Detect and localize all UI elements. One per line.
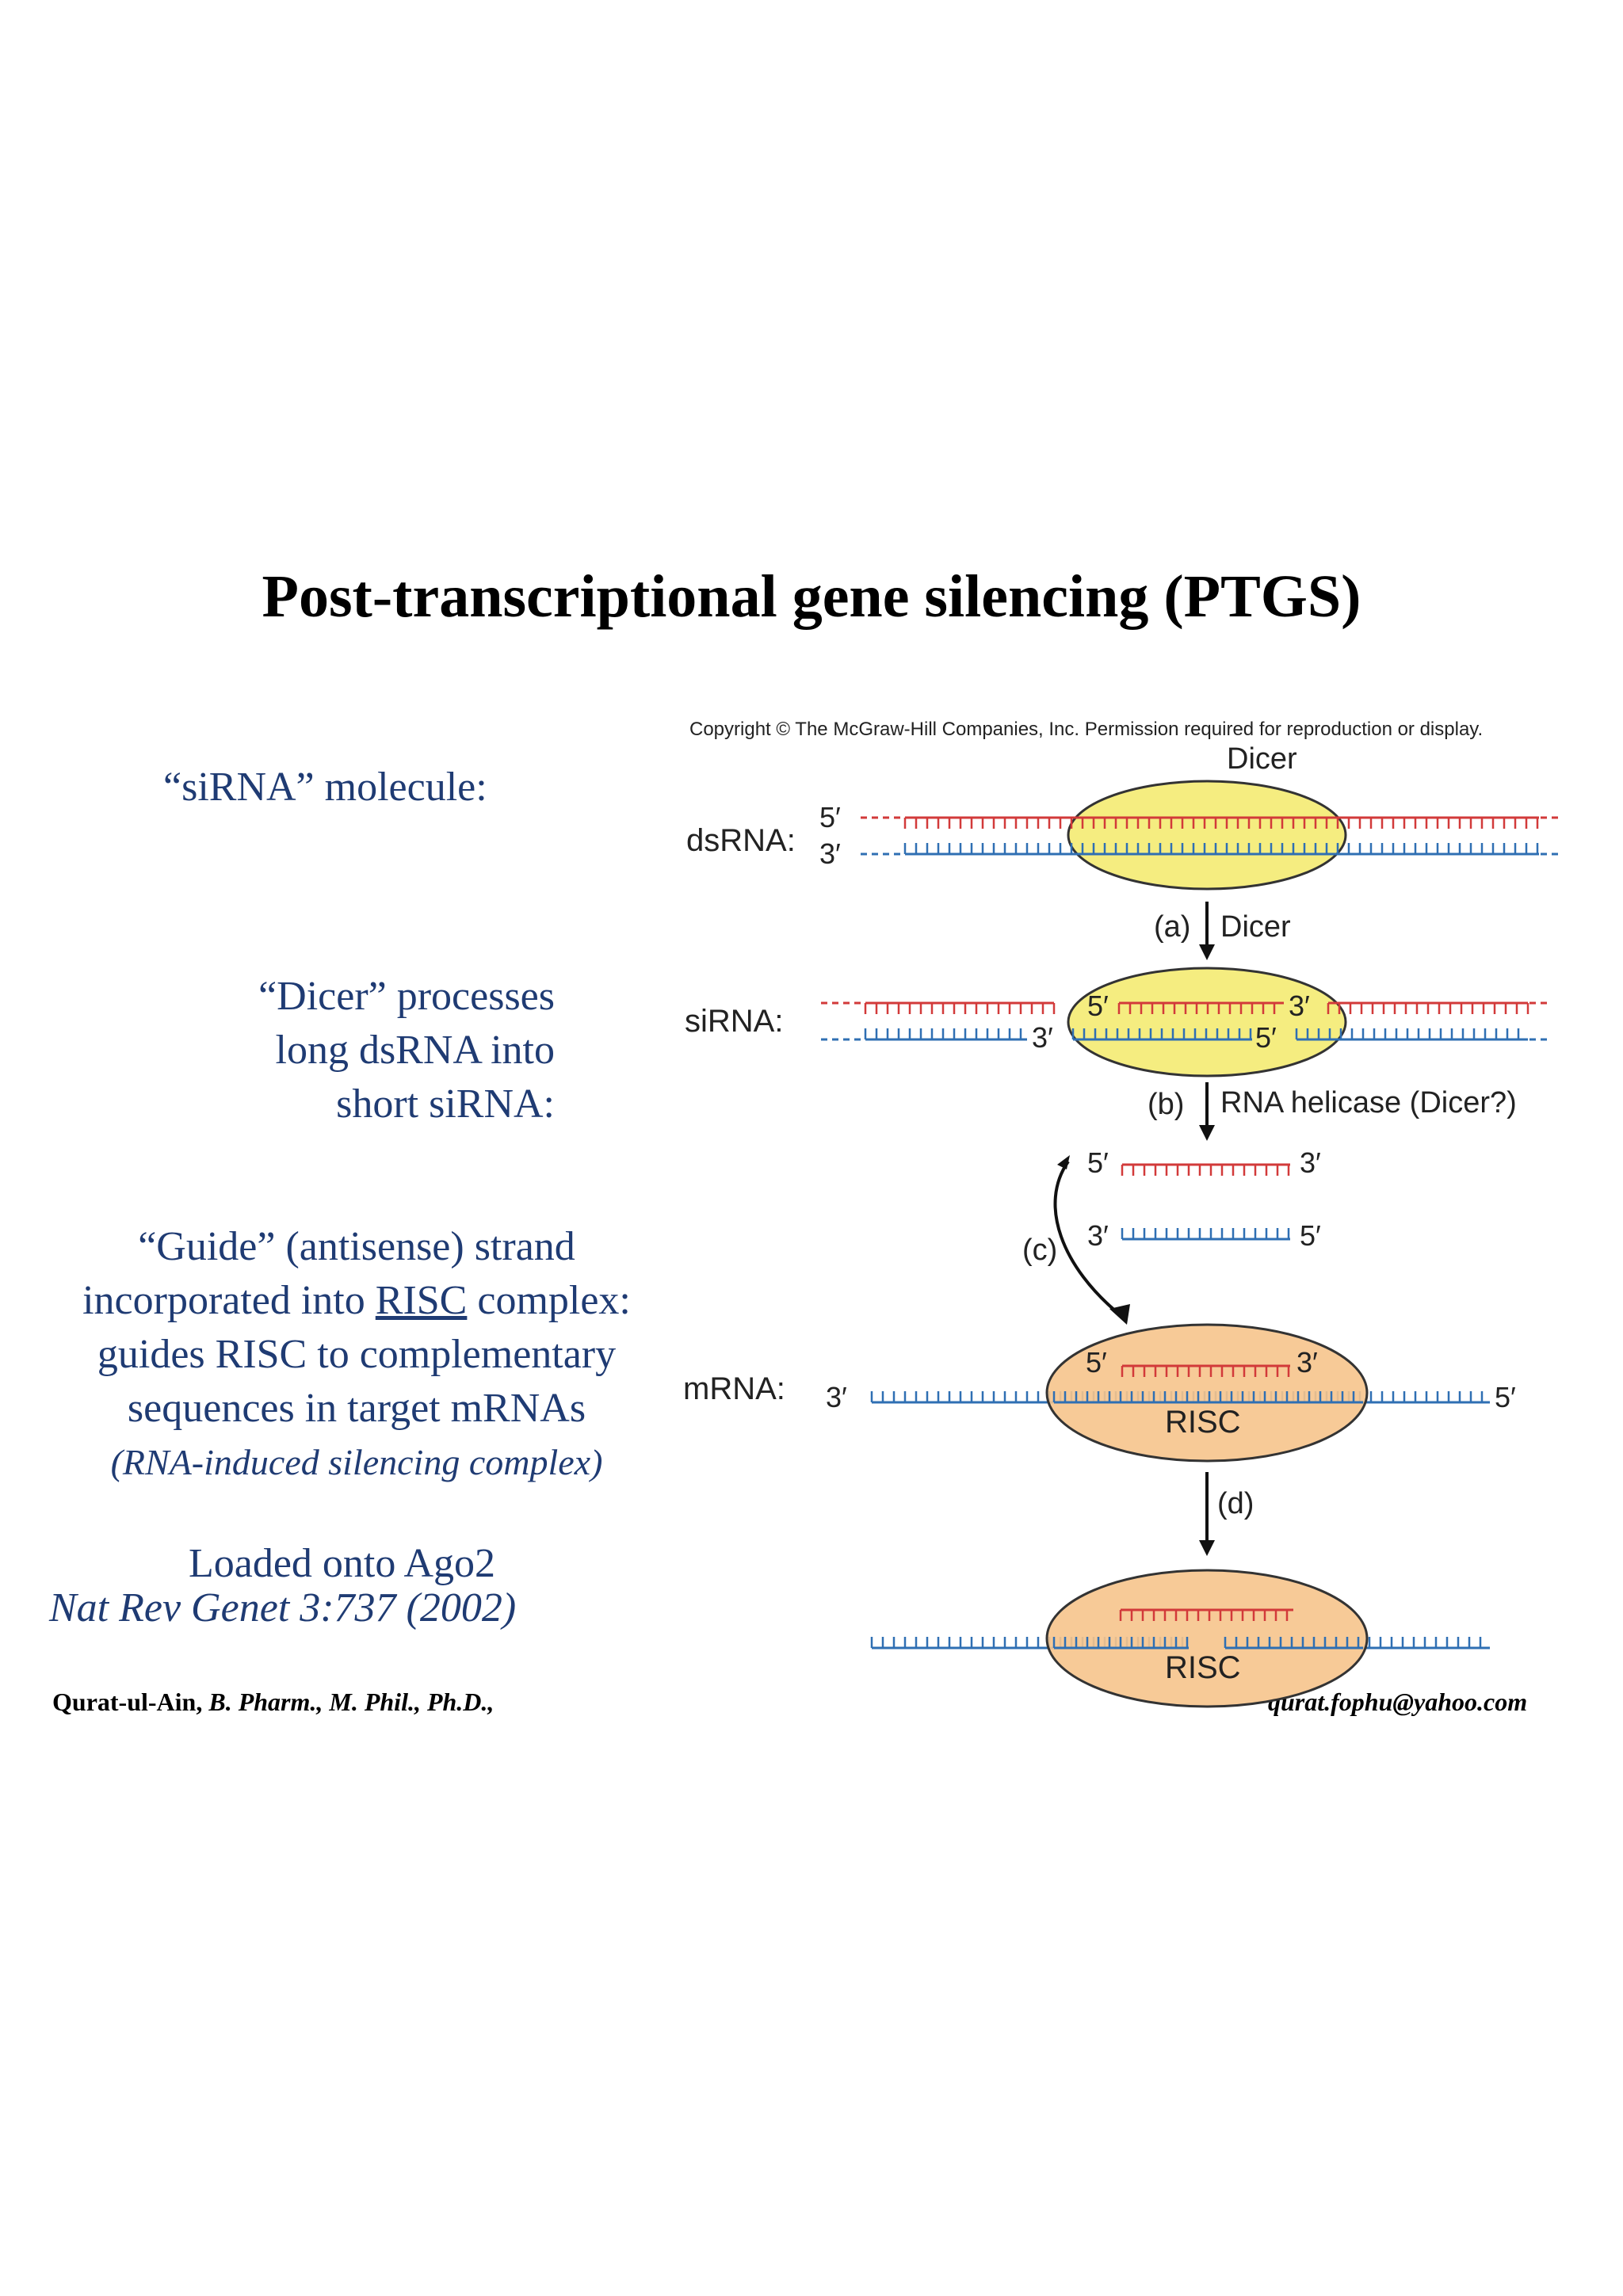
dicer-top-label: Dicer	[1227, 742, 1297, 776]
dicer-line-2: long dsRNA into	[275, 1028, 556, 1073]
sirna-5prime-bottom: 5′	[1255, 1021, 1277, 1054]
guide-line-1: “Guide” (antisense) strand	[138, 1224, 575, 1269]
risc-label: RISC	[1165, 1405, 1241, 1440]
arrow-c-tail	[1057, 1155, 1070, 1169]
arrow-c-head	[1109, 1304, 1130, 1325]
dsrna-5prime: 5′	[819, 801, 841, 833]
dicer-line-3: short siRNA:	[336, 1081, 555, 1127]
passenger-3prime: 3′	[1300, 1146, 1321, 1179]
dsrna-strands	[861, 816, 1558, 856]
cleaved-strand-over	[1052, 1608, 1363, 1650]
dicer-complex-sirna	[1067, 967, 1347, 1077]
guide-5prime: 5′	[1300, 1219, 1321, 1252]
guide-line-2: incorporated into RISC complex:	[32, 1274, 682, 1328]
arrow-b-head	[1199, 1125, 1215, 1141]
guide-description: “Guide” (antisense) strand incorporated …	[32, 1220, 682, 1489]
risc-complex	[1045, 1323, 1369, 1463]
risc-link: RISC	[375, 1278, 468, 1323]
author-degrees: B. Pharm., M. Phil., Ph.D.,	[208, 1688, 495, 1716]
dicer-line-1: “Dicer” processes	[258, 974, 555, 1019]
guide-line-2-post: complex:	[467, 1278, 631, 1323]
citation: Nat Rev Genet 3:737 (2002)	[49, 1585, 517, 1630]
risc-3prime: 3′	[1296, 1346, 1318, 1379]
step-a-label: (a)	[1154, 910, 1190, 944]
sirna-heading: “siRNA” molecule:	[163, 765, 487, 810]
mrna-3prime: 3′	[826, 1381, 847, 1413]
dicer-complex	[1067, 780, 1347, 891]
arrow-a-head	[1199, 944, 1215, 960]
page-title: Post-transcriptional gene silencing (PTG…	[262, 563, 1361, 630]
sirna-strands	[821, 1001, 1549, 1041]
step-a-text: Dicer	[1220, 910, 1291, 944]
author-email: qurat.fophu@yahoo.com	[1268, 1688, 1528, 1716]
loaded-ago2: Loaded onto Ago2	[189, 1541, 496, 1586]
sirna-3prime-top: 3′	[1289, 990, 1310, 1022]
guide-line-3: guides RISC to complementary	[97, 1332, 617, 1377]
mrna-5prime: 5′	[1495, 1381, 1516, 1413]
sirna-3prime-bottom: 3′	[1032, 1021, 1053, 1054]
author-credit: Qurat-ul-Ain, B. Pharm., M. Phil., Ph.D.…	[52, 1688, 494, 1717]
step-b-label: (b)	[1148, 1088, 1184, 1121]
sirna-5prime-top: 5′	[1087, 990, 1109, 1022]
risc-label-cleavage: RISC	[1165, 1650, 1241, 1685]
mrna-strand-over	[1052, 1364, 1363, 1404]
dicer-description: “Dicer” processes long dsRNA into short …	[158, 970, 555, 1131]
dsrna-3prime: 3′	[819, 837, 841, 870]
risc-5prime: 5′	[1086, 1346, 1107, 1379]
arrow-d-head	[1199, 1540, 1215, 1556]
risc-complex-cleavage	[1045, 1569, 1369, 1708]
step-b-text: RNA helicase (Dicer?)	[1220, 1086, 1517, 1119]
arrow-c	[1053, 1160, 1122, 1317]
dsrna-label: dsRNA:	[686, 823, 796, 858]
guide-3prime: 3′	[1087, 1219, 1109, 1252]
sirna-strands-over	[864, 1001, 1529, 1041]
step-d-label: (d)	[1217, 1487, 1254, 1520]
dsrna-strands-over	[903, 816, 1539, 856]
copyright-note: Copyright © The McGraw-Hill Companies, I…	[689, 719, 1483, 740]
sirna-label: siRNA:	[685, 1004, 783, 1039]
mrna-label: mRNA:	[683, 1371, 785, 1406]
guide-line-2-pre: incorporated into	[82, 1278, 376, 1323]
passenger-5prime: 5′	[1087, 1146, 1109, 1179]
step-c-label: (c)	[1022, 1234, 1057, 1267]
guide-line-4: sequences in target mRNAs	[127, 1386, 586, 1431]
separated-strands	[1121, 1163, 1290, 1241]
guide-line-5: (RNA-induced silencing complex)	[110, 1442, 603, 1482]
author-name: Qurat-ul-Ain,	[52, 1688, 203, 1716]
